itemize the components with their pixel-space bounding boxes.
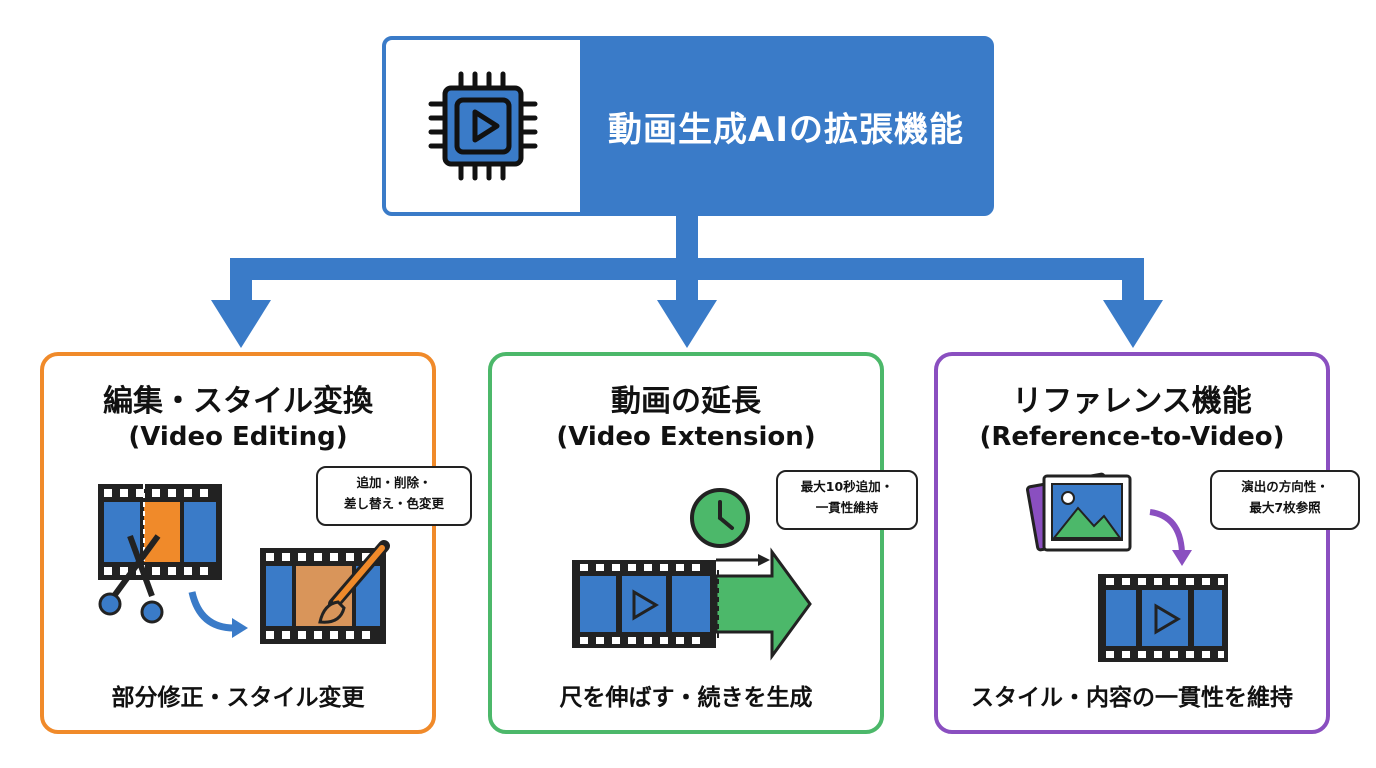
extension-illustration (572, 488, 812, 661)
speech-bubble: 追加・削除・ 差し替え・色変更 (316, 466, 472, 526)
speech-bubble: 演出の方向性・ 最大7枚参照 (1210, 470, 1360, 530)
card-footer: 部分修正・スタイル変更 (111, 685, 365, 711)
clock-icon (690, 488, 750, 548)
speech-bubble: 最大10秒追加・ 一貫性維持 (776, 470, 918, 530)
card-footer: 尺を伸ばす・続きを生成 (559, 685, 813, 711)
film-strip-icon (572, 560, 716, 648)
arrow-head-left (211, 300, 271, 348)
extension-arrow-icon (714, 547, 812, 661)
root-icon-box (386, 40, 580, 212)
play-icon (1154, 603, 1181, 635)
card-title: 編集・スタイル変換 (103, 384, 373, 419)
scissors-icon (98, 534, 164, 624)
card-subtitle: (Reference-to-Video) (979, 422, 1285, 452)
editing-illustration (98, 484, 390, 644)
photo-stack-icon (1026, 472, 1132, 552)
connector-arrows (211, 214, 1163, 348)
root-title: 動画生成AIの拡張機能 (608, 109, 964, 150)
paintbrush-icon (318, 540, 390, 624)
card-subtitle: (Video Editing) (128, 422, 348, 452)
play-icon (632, 589, 659, 621)
card-footer: スタイル・内容の一貫性を維持 (971, 685, 1293, 711)
card-title: 動画の延長 (611, 384, 761, 419)
root-node: 動画生成AIの拡張機能 (382, 36, 994, 216)
curved-arrow-icon (1149, 509, 1185, 553)
film-strip-icon (98, 484, 222, 580)
card-video-editing: 編集・スタイル変換 (Video Editing) (40, 352, 472, 734)
reference-illustration (1026, 472, 1228, 662)
arrow-head-right (1103, 300, 1163, 348)
film-strip-icon (1098, 574, 1228, 662)
video-chip-icon (428, 71, 538, 181)
card-title: リファレンス機能 (1012, 384, 1252, 419)
card-video-extension: 動画の延長 (Video Extension) (488, 352, 918, 734)
card-subtitle: (Video Extension) (556, 422, 816, 452)
arrow-head-center (657, 300, 717, 348)
card-reference-to-video: リファレンス機能 (Reference-to-Video) (934, 352, 1360, 734)
curved-arrow-icon (188, 591, 235, 632)
